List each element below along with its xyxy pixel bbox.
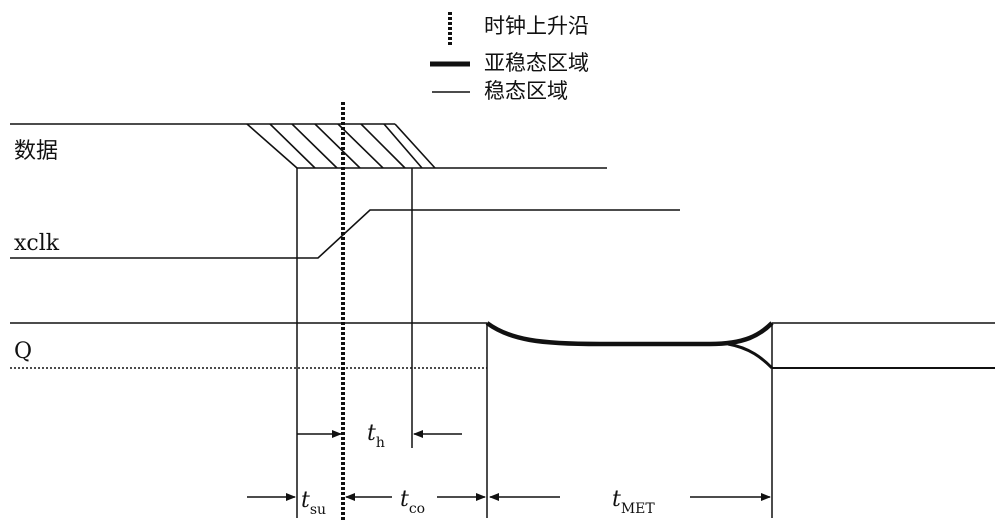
label-tmet: tMET (612, 487, 655, 517)
reference-lines (296, 168, 773, 518)
timing-arrows (247, 430, 771, 501)
legend: 时钟上升沿 亚稳态区域 稳态区域 (430, 12, 589, 103)
legend-clock-edge-label: 时钟上升沿 (484, 14, 589, 38)
q-waveform (10, 321, 995, 370)
signal-label-data: 数据 (14, 139, 58, 164)
data-waveform (10, 123, 607, 169)
signal-label-xclk: xclk (14, 231, 60, 256)
legend-metastable-label: 亚稳态区域 (484, 51, 589, 75)
label-tco: tco (400, 487, 425, 517)
label-th: th (367, 421, 385, 451)
legend-stable-label: 稳态区域 (484, 79, 568, 103)
signal-label-q: Q (14, 339, 32, 364)
label-tsu: tsu (301, 488, 326, 518)
